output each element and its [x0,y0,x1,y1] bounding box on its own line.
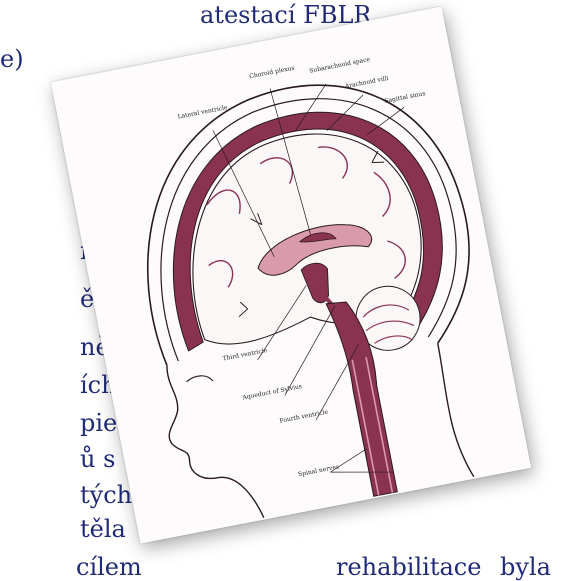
text-line-6: ů s [80,446,115,472]
neck-back [436,341,474,479]
text-line-parenthesis: e) [0,46,24,72]
text-line-8: těla [80,516,126,542]
text-bottom-middle: rehabilitace [336,554,481,580]
label-third-ventricle: Third ventricle [222,347,268,363]
label-lateral-ventricle: Lateral ventricle [177,104,228,121]
label-sagittal-sinus: Sagittal sinus [384,90,426,105]
text-line-5: pie [80,410,117,436]
label-arachnoid-villi: Arachnoid villi [343,75,389,91]
label-fourth-ventricle: Fourth ventricle [279,408,329,424]
text-line-7: tých [80,482,132,508]
eye [186,374,213,386]
label-spinal-nerves: Spinal nerves [298,463,340,478]
brain-csf-figure: Lateral ventricle Choroid plexus Subarac… [51,6,531,543]
label-aqueduct: Aqueduct of Sylvius [241,383,303,402]
label-choroid-plexus: Choroid plexus [249,65,295,81]
text-bottom-left: cílem [76,554,142,580]
label-subarachnoid: Subarachnoid space [309,56,371,75]
brain-diagram: Lateral ventricle Choroid plexus Subarac… [51,6,531,543]
face-profile [156,353,264,533]
text-bottom-right: byla [500,554,551,580]
